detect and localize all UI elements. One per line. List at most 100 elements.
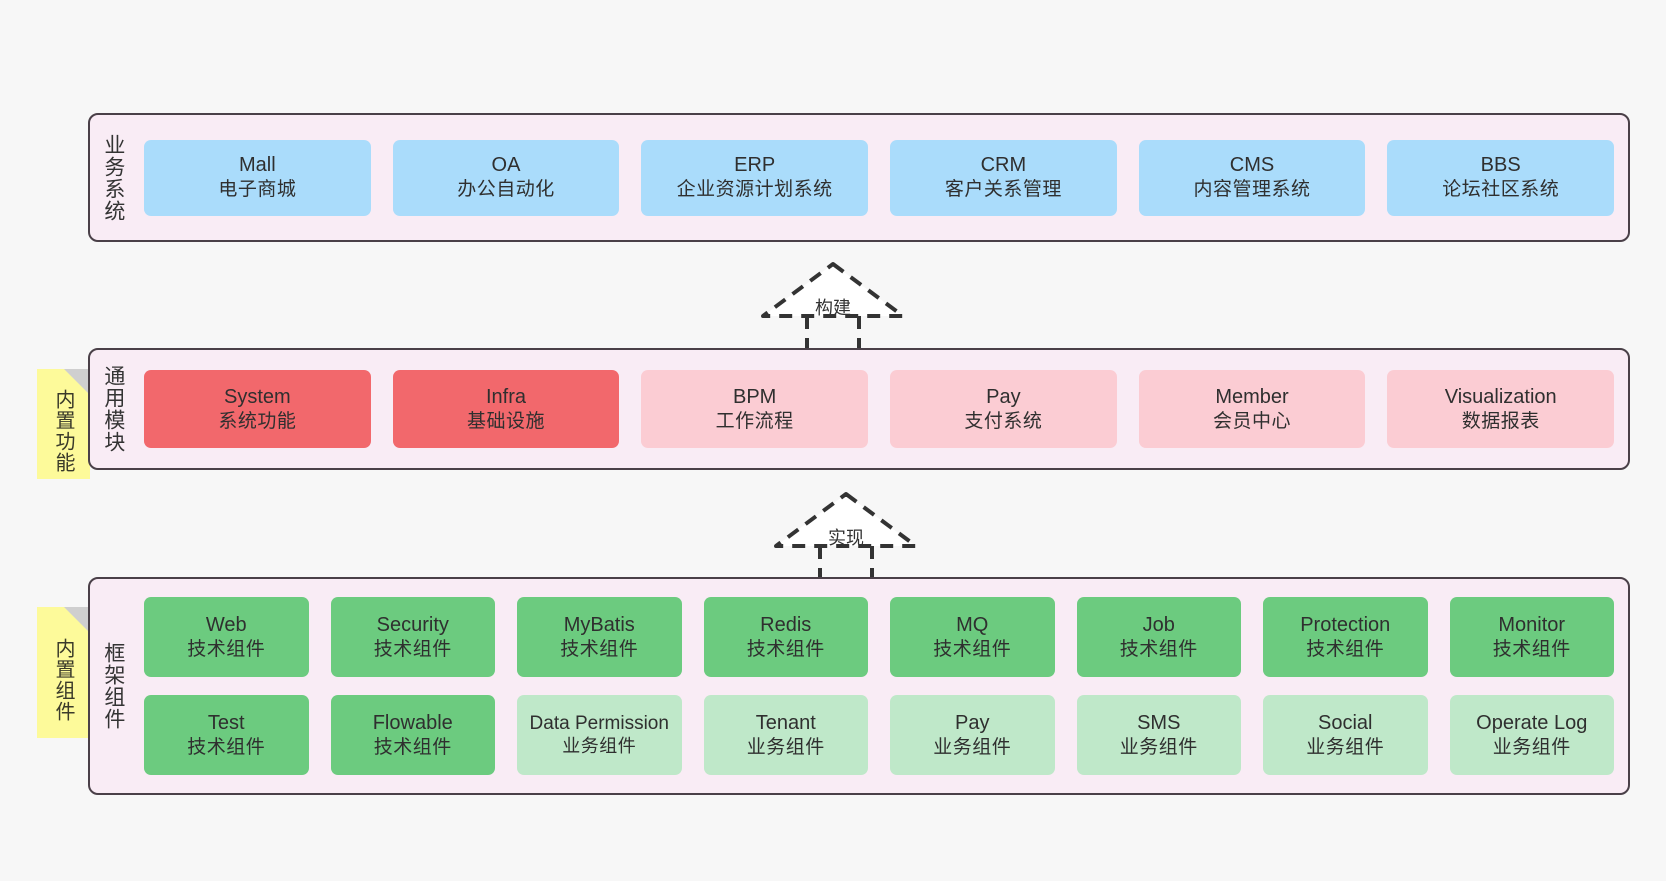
tile-bpm-subtitle: 工作流程 [715, 410, 794, 432]
tile-infra-title: Infra [485, 385, 527, 408]
tile-operate-log-subtitle: 业务组件 [1492, 736, 1571, 758]
tile-web-subtitle: 技术组件 [187, 638, 266, 660]
tile-crm[interactable]: CRM 客户关系管理 [890, 139, 1117, 216]
tile-sms-title: SMS [1137, 711, 1181, 734]
tile-monitor-title: Monitor [1498, 613, 1566, 636]
tile-cms[interactable]: CMS 内容管理系统 [1138, 139, 1366, 216]
layer-framework-components: 框架组件 Web 技术组件 Security 技术组件 MyBatis 技术组件… [88, 577, 1630, 795]
tile-row-frame-business: Test 技术组件 Flowable 技术组件 Data Permission … [144, 695, 1614, 775]
tile-mybatis[interactable]: MyBatis 技术组件 [517, 597, 682, 677]
tile-flowable-subtitle: 技术组件 [373, 736, 452, 758]
tile-bpm-title: BPM [733, 385, 777, 408]
tile-operate-log-title: Operate Log [1476, 711, 1588, 734]
tile-infra-subtitle: 基础设施 [467, 410, 546, 432]
tile-flowable-title: Flowable [372, 711, 453, 734]
tile-crm-subtitle: 客户关系管理 [944, 179, 1062, 201]
tile-bbs-subtitle: 论坛社区系统 [1442, 179, 1560, 201]
layer-title-frame: 框架组件 [101, 642, 125, 730]
layer-body-business: Mall 电子商城 OA 办公自动化 ERP 企业资源计划系统 CRM 客户关系… [136, 115, 1628, 240]
tile-protection-subtitle: 技术组件 [1306, 638, 1385, 660]
tile-mq-subtitle: 技术组件 [933, 638, 1012, 660]
tile-job-title: Job [1142, 613, 1175, 636]
tile-protection[interactable]: Protection 技术组件 [1263, 597, 1428, 677]
tile-flowable[interactable]: Flowable 技术组件 [330, 695, 495, 775]
connector-stem [805, 316, 861, 348]
tile-visualization-subtitle: 数据报表 [1461, 410, 1540, 432]
tile-pay-component-subtitle: 业务组件 [933, 736, 1012, 758]
tile-bbs[interactable]: BBS 论坛社区系统 [1387, 139, 1615, 216]
tile-mall[interactable]: Mall 电子商城 [144, 139, 371, 216]
tile-oa-title: OA [491, 154, 521, 177]
tile-row-frame-tech: Web 技术组件 Security 技术组件 MyBatis 技术组件 Redi… [144, 597, 1614, 677]
sticky-note-builtin-function-label: 内置功能 [52, 389, 74, 473]
sticky-note-builtin-component: 内置组件 [37, 607, 90, 738]
tile-monitor[interactable]: Monitor 技术组件 [1449, 597, 1614, 677]
tile-sms[interactable]: SMS 业务组件 [1076, 695, 1241, 775]
connector-build-label: 构建 [815, 298, 851, 318]
tile-tenant-title: Tenant [755, 711, 816, 734]
tile-data-permission[interactable]: Data Permission 业务组件 [517, 695, 682, 775]
tile-protection-title: Protection [1300, 613, 1391, 636]
tile-system-title: System [223, 385, 291, 408]
tile-data-permission-title: Data Permission [529, 713, 669, 735]
tile-redis-subtitle: 技术组件 [746, 638, 825, 660]
tile-job-subtitle: 技术组件 [1119, 638, 1198, 660]
sticky-note-builtin-component-label: 内置组件 [52, 637, 74, 722]
tile-social-subtitle: 业务组件 [1306, 736, 1385, 758]
tile-pay-module[interactable]: Pay 支付系统 [890, 370, 1117, 448]
generalization-arrowhead-icon [774, 492, 918, 548]
tile-redis-title: Redis [760, 613, 812, 636]
tile-mall-title: Mall [239, 154, 276, 177]
tile-web-title: Web [205, 613, 247, 636]
tile-oa-subtitle: 办公自动化 [457, 179, 555, 201]
tile-erp-title: ERP [734, 154, 776, 177]
tile-pay-component-title: Pay [955, 711, 990, 734]
tile-test-subtitle: 技术组件 [187, 736, 266, 758]
connector-implement-label: 实现 [828, 528, 864, 548]
tile-visualization-title: Visualization [1444, 385, 1557, 408]
sticky-fold-icon [64, 369, 90, 395]
tile-monitor-subtitle: 技术组件 [1492, 638, 1571, 660]
tile-data-permission-subtitle: 业务组件 [562, 735, 637, 756]
tile-pay-component[interactable]: Pay 业务组件 [890, 695, 1055, 775]
tile-operate-log[interactable]: Operate Log 业务组件 [1449, 695, 1614, 775]
tile-bpm[interactable]: BPM 工作流程 [641, 370, 869, 448]
tile-job[interactable]: Job 技术组件 [1076, 597, 1241, 677]
tile-cms-title: CMS [1229, 154, 1275, 177]
tile-redis[interactable]: Redis 技术组件 [703, 597, 868, 677]
tile-cms-subtitle: 内容管理系统 [1193, 179, 1311, 201]
tile-mybatis-title: MyBatis [563, 613, 635, 636]
tile-member-title: Member [1215, 385, 1289, 408]
tile-mq[interactable]: MQ 技术组件 [890, 597, 1055, 677]
tile-tenant-subtitle: 业务组件 [746, 736, 825, 758]
tile-row-business: Mall 电子商城 OA 办公自动化 ERP 企业资源计划系统 CRM 客户关系… [144, 139, 1615, 216]
layer-body-common: System 系统功能 Infra 基础设施 BPM 工作流程 Pay 支付系统… [136, 350, 1628, 468]
tile-infra[interactable]: Infra 基础设施 [392, 370, 620, 448]
tile-pay-module-title: Pay [986, 385, 1021, 408]
tile-visualization[interactable]: Visualization 数据报表 [1387, 370, 1615, 448]
tile-mall-subtitle: 电子商城 [218, 179, 297, 201]
tile-member[interactable]: Member 会员中心 [1138, 370, 1366, 448]
connector-build-svg [761, 262, 905, 348]
tile-erp-subtitle: 企业资源计划系统 [676, 179, 833, 201]
tile-oa[interactable]: OA 办公自动化 [392, 139, 620, 216]
tile-social[interactable]: Social 业务组件 [1263, 695, 1428, 775]
tile-security[interactable]: Security 技术组件 [330, 597, 495, 677]
connector-stem [818, 546, 874, 578]
tile-web[interactable]: Web 技术组件 [144, 597, 309, 677]
tile-row-common: System 系统功能 Infra 基础设施 BPM 工作流程 Pay 支付系统… [144, 370, 1615, 448]
tile-security-subtitle: 技术组件 [373, 638, 452, 660]
tile-test[interactable]: Test 技术组件 [144, 695, 309, 775]
tile-sms-subtitle: 业务组件 [1119, 736, 1198, 758]
layer-title-business: 业务系统 [101, 133, 125, 222]
tile-erp[interactable]: ERP 企业资源计划系统 [641, 139, 869, 216]
tile-pay-module-subtitle: 支付系统 [964, 410, 1043, 432]
tile-system[interactable]: System 系统功能 [144, 370, 371, 448]
tile-mybatis-subtitle: 技术组件 [560, 638, 639, 660]
connector-implement: 实现 [770, 488, 922, 580]
tile-security-title: Security [376, 613, 449, 636]
tile-tenant[interactable]: Tenant 业务组件 [703, 695, 868, 775]
tile-system-subtitle: 系统功能 [218, 410, 297, 432]
generalization-arrowhead-icon [761, 262, 905, 318]
